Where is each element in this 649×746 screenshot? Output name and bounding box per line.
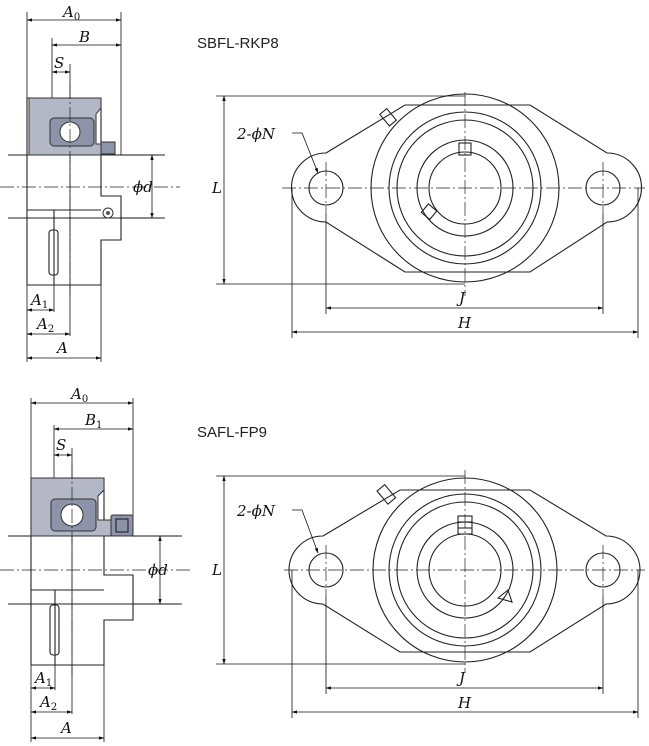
dim-a2: A2 xyxy=(35,315,54,335)
dim-d: ϕd xyxy=(148,561,168,579)
side-view: A0 B S ϕd A1 A2 A xyxy=(0,3,180,362)
dim-a1: A1 xyxy=(33,669,52,689)
side-view: A0 B1 S ϕd A1 A2 A xyxy=(0,385,190,742)
dim-a: A xyxy=(59,719,72,737)
dim-l: L xyxy=(211,179,222,197)
dim-l: L xyxy=(211,561,222,579)
dim-s: S xyxy=(56,436,66,454)
diagram-title: SAFL-FP9 xyxy=(197,424,267,441)
dim-a1: A1 xyxy=(29,291,48,311)
dim-j: J xyxy=(456,289,466,307)
dim-j: J xyxy=(456,669,466,687)
diagram-title: SBFL-RKP8 xyxy=(197,35,279,52)
dim-a0: A0 xyxy=(69,385,88,405)
dim-b: B xyxy=(78,28,90,46)
dim-h: H xyxy=(457,314,472,332)
front-view: L 2-ϕN J H xyxy=(211,92,645,338)
dim-n: 2-ϕN xyxy=(236,502,276,520)
diagram-sbfl-rkp8: SBFL-RKP8 xyxy=(0,3,645,362)
dim-a0: A0 xyxy=(61,3,80,23)
front-view: L 2-ϕN J H xyxy=(211,470,645,718)
dim-h: H xyxy=(457,694,472,712)
dim-s: S xyxy=(54,54,64,72)
diagram-safl-fp9: SAFL-FP9 xyxy=(0,385,645,742)
dim-d: ϕd xyxy=(133,178,153,196)
dim-b1: B1 xyxy=(84,411,102,431)
dim-a: A xyxy=(55,339,68,357)
dim-a2: A2 xyxy=(38,693,57,713)
dim-n: 2-ϕN xyxy=(236,125,276,143)
